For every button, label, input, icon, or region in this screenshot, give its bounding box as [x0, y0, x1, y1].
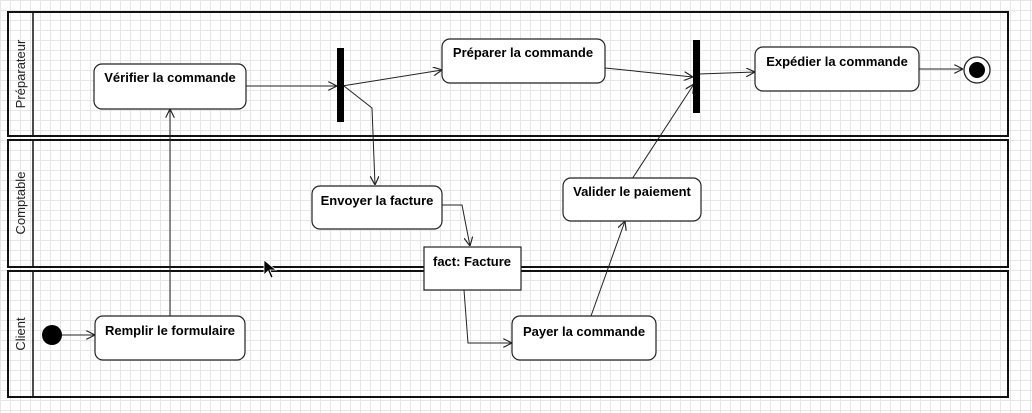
final-node[interactable] — [963, 56, 991, 84]
edge-preparer-to-join[interactable] — [604, 67, 693, 77]
edge-join-to-expedier[interactable] — [698, 72, 755, 74]
mouse-cursor-icon — [263, 259, 278, 279]
swimlane-label-client: Client — [13, 317, 28, 351]
activity-label: Payer la commande — [523, 324, 645, 339]
swimlane-preparateur: Préparateur — [7, 11, 1009, 137]
edge-envoyer-to-fact[interactable] — [442, 204, 470, 246]
activity-label: Expédier la commande — [766, 54, 908, 69]
activity-preparer-commande[interactable]: Préparer la commande — [441, 38, 606, 84]
edge-valider-to-join[interactable] — [631, 84, 694, 180]
activity-label: Envoyer la facture — [321, 193, 434, 208]
activity-label: Préparer la commande — [453, 45, 593, 60]
activity-expedier-commande[interactable]: Expédier la commande — [754, 46, 920, 92]
activity-valider-paiement[interactable]: Valider le paiement — [562, 177, 702, 222]
fork-bar[interactable] — [337, 48, 344, 122]
swimlane-label-preparateur: Préparateur — [13, 39, 28, 108]
edges — [62, 68, 963, 343]
edge-fork-to-envoyer[interactable] — [343, 85, 375, 185]
edge-fact-to-payer[interactable] — [463, 289, 512, 343]
object-node-facture[interactable]: fact: Facture — [423, 246, 522, 291]
initial-node[interactable] — [42, 325, 62, 345]
object-node-label: fact: Facture — [433, 254, 511, 269]
activity-verifier-commande[interactable]: Vérifier la commande — [93, 63, 247, 110]
activity-label: Vérifier la commande — [104, 70, 236, 85]
swimlane-label-comptable: Comptable — [13, 172, 28, 235]
join-bar[interactable] — [693, 40, 700, 113]
edge-payer-to-valider[interactable] — [590, 221, 625, 317]
activity-remplir-formulaire[interactable]: Remplir le formulaire — [94, 315, 246, 361]
edge-fork-to-preparer[interactable] — [341, 70, 442, 87]
activity-envoyer-facture[interactable]: Envoyer la facture — [311, 185, 443, 230]
activity-label: Remplir le formulaire — [105, 323, 235, 338]
activity-payer-commande[interactable]: Payer la commande — [511, 315, 657, 361]
activity-label: Valider le paiement — [573, 184, 691, 199]
